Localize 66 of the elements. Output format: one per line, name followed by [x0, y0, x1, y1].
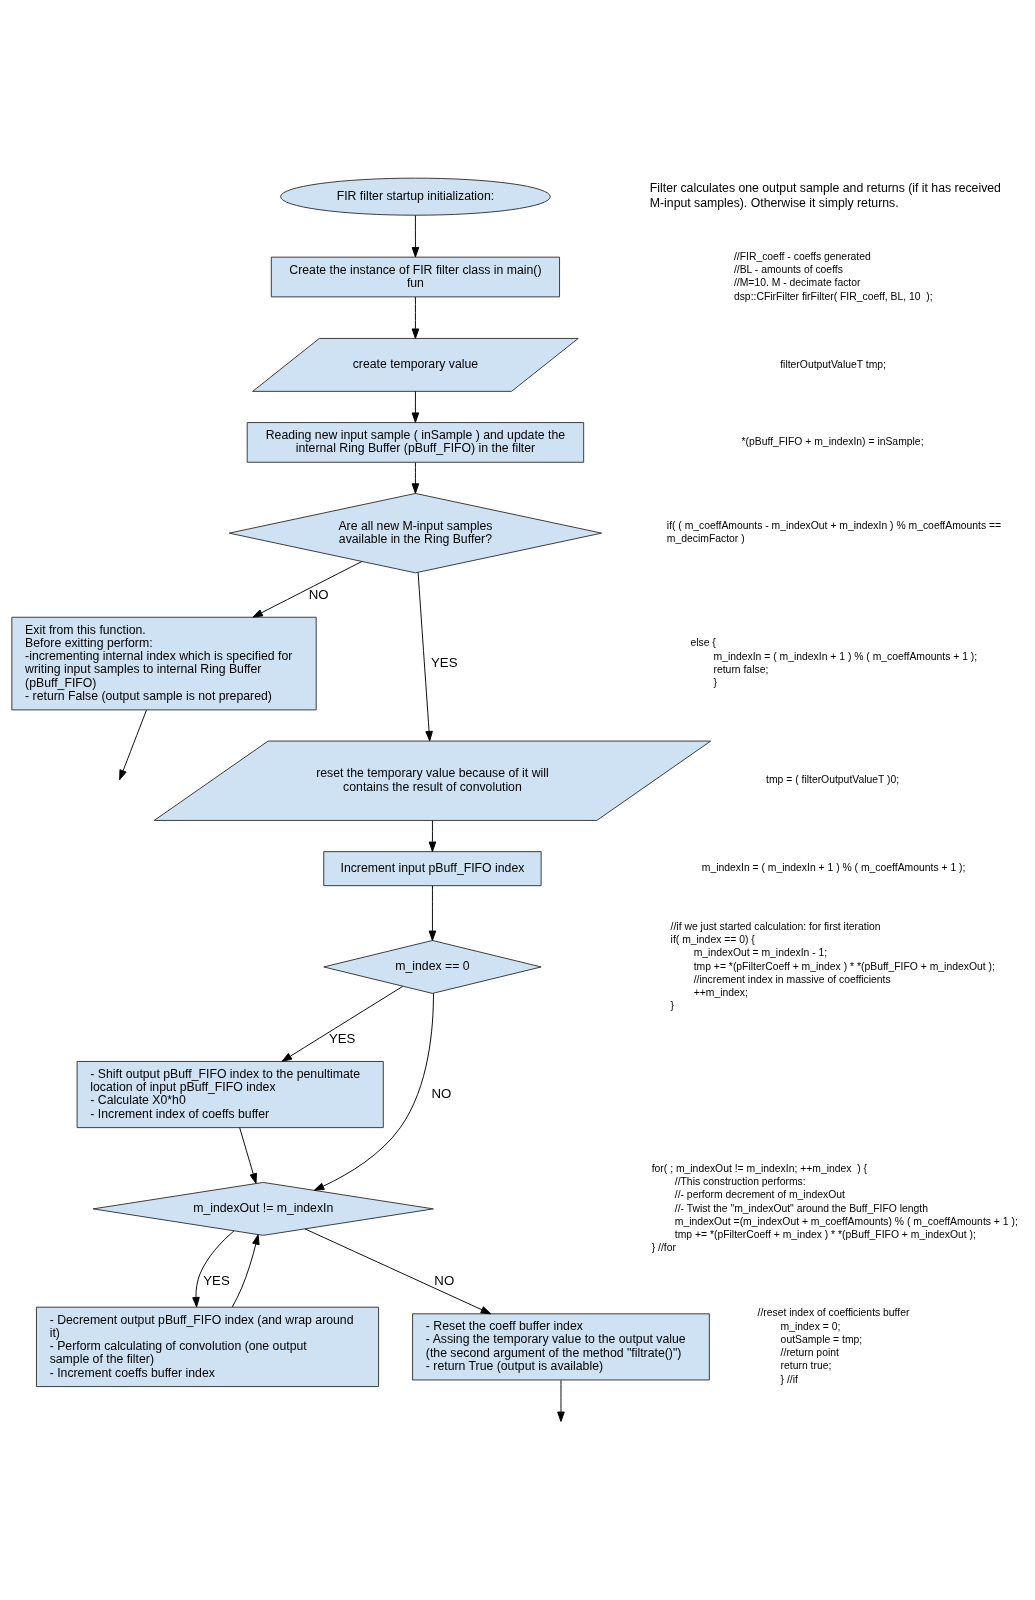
label: tmp += *(pFilterCoeff + m_index ) * *(pBuff_FIFO + m_indexOut );: [674, 1229, 976, 1240]
edge-label: YES: [328, 1030, 356, 1046]
arrow: [411, 296, 420, 339]
label: return false;: [713, 663, 769, 675]
arrow: [231, 1234, 260, 1308]
label: //- Twist the "m_indexOut" around the Buff_FIFO length: [674, 1202, 928, 1214]
label: m_indexOut =(m_indexOut + m_coeffAmounts) % ( m_coeffAmounts + 1 );: [674, 1215, 1018, 1227]
label: outSample = tmp;: [780, 1333, 863, 1345]
label: //reset index of coefficients buffer: [757, 1307, 910, 1319]
label: return true;: [780, 1360, 832, 1372]
node-box: Exit from this function. Before exitting perform: -incrementing internal index which is specified for writing input samples to internal Ring Buffer (pBuff_FIFO) - return False (output sample is not prepared): [11, 616, 317, 711]
label: //if we just started calculation: for first iteration: [670, 920, 881, 932]
label: for( ; m_indexOut != m_indexIn; ++m_index ) {: [651, 1162, 868, 1174]
label: //FIR_coeff - coeffs generated: [733, 250, 871, 262]
label: m_indexOut = m_indexIn - 1;: [693, 947, 828, 959]
node-diamond: Are all new M-input samples available in the Ring Buffer?: [228, 492, 603, 574]
label: //M=10. M - decimate factor: [733, 277, 861, 289]
label: dsp::CFirFilter firFilter( FIR_coeff, BL, 10 );: [733, 290, 933, 302]
label: } //if: [780, 1373, 798, 1385]
label: tmp = ( filterOutputValueT )0;: [766, 774, 900, 786]
label: m_indexIn = ( m_indexIn + 1 ) % ( m_coeffAmounts + 1 );: [701, 862, 966, 874]
node-box: - Decrement output pBuff_FIFO index (and wrap around it) - Perform calculating of convolution (one output sample of the filter) - Increment coeffs buffer index: [35, 1306, 380, 1388]
label: if( ( m_coeffAmounts - m_indexOut + m_indexIn ) % m_coeffAmounts == m_decimFactor ): [666, 520, 1002, 545]
label: ++m_index;: [693, 987, 748, 999]
arrow: [411, 390, 420, 423]
label: if( m_index == 0) {: [670, 934, 755, 946]
arrow: [411, 462, 420, 494]
arrow: [304, 1228, 492, 1315]
label: Filter calculates one output sample and returns (if it has received M-input samples). Otherwise it simply returns.: [649, 181, 1001, 211]
edge-label: YES: [431, 655, 458, 671]
arrow: [192, 1230, 235, 1308]
node-box: - Reset the coeff buffer index - Assing the temporary value to the output value (the second argument of the method "filtrate()") - return True (output is available): [412, 1313, 710, 1381]
arrow: [411, 214, 420, 258]
edge-label: YES: [203, 1272, 230, 1288]
label: filterOutputValueT tmp;: [780, 358, 886, 370]
label: //return point: [780, 1347, 839, 1359]
arrow: [557, 1379, 565, 1422]
arrow: [239, 1127, 257, 1184]
label: tmp += *(pFilterCoeff + m_index ) * *(pBuff_FIFO + m_indexOut );: [693, 960, 995, 972]
label: else {: [690, 637, 716, 649]
label: //increment index in massive of coefficients: [693, 973, 891, 985]
edge-label: NO: [308, 586, 329, 602]
edge-label: NO: [434, 1272, 455, 1288]
label: }: [713, 677, 717, 689]
label: //This construction performs:: [674, 1176, 806, 1188]
arrow: [252, 561, 363, 618]
label: //BL - amounts of coeffs: [733, 264, 843, 276]
label: //- perform decrement of m_indexOut: [674, 1189, 845, 1201]
arrow: [313, 992, 434, 1191]
node-box: Reading new input sample ( inSample ) and update the internal Ring Buffer (pBuff_FIFO) in the filter: [246, 422, 585, 463]
node-box: Increment input pBuff_FIFO index: [323, 851, 542, 887]
label: *(pBuff_FIFO + m_indexIn) = inSample;: [741, 436, 924, 448]
label: m_indexIn = ( m_indexIn + 1 ) % ( m_coeffAmounts + 1 );: [713, 650, 978, 662]
arrow: [428, 820, 437, 852]
node-diamond: m_index == 0: [323, 940, 542, 994]
arrow: [417, 572, 433, 742]
node-box: - Shift output pBuff_FIFO index to the penultimate location of input pBuff_FIFO index - Calculate X0*h0 - Increment index of coeffs buffer: [76, 1060, 384, 1129]
label: m_index = 0;: [780, 1320, 841, 1332]
node-ellipse: FIR filter startup initialization:: [280, 177, 551, 216]
arrow: [281, 985, 404, 1062]
label: } //for: [651, 1242, 676, 1254]
arrow: [428, 885, 437, 941]
arrow: [119, 709, 147, 781]
edge-label: NO: [431, 1086, 452, 1102]
label: }: [670, 1000, 675, 1012]
node-box: Create the instance of FIR filter class in main() fun: [270, 256, 561, 298]
